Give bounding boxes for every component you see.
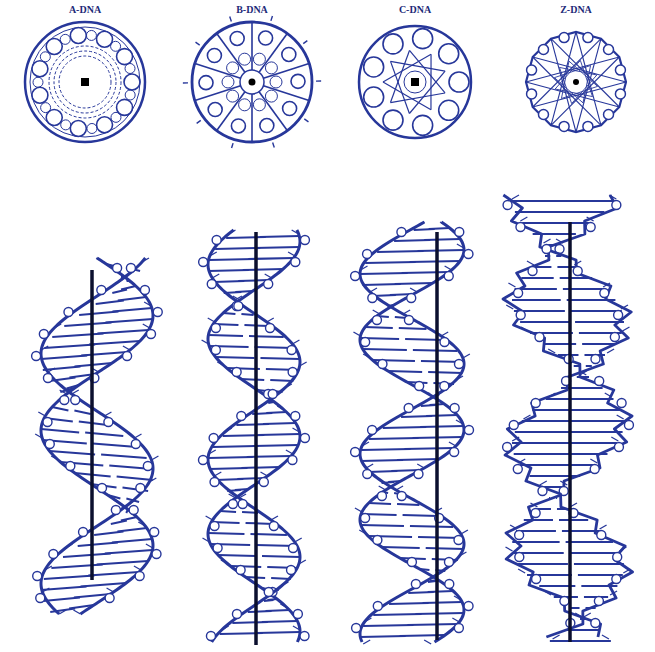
form-label: A-DNA [67,4,103,16]
top-views [25,16,626,148]
side-views [32,195,634,645]
form-label: Z-DNA [558,4,594,16]
form-label: B-DNA [234,4,270,16]
form-label: C-DNA [397,4,433,16]
